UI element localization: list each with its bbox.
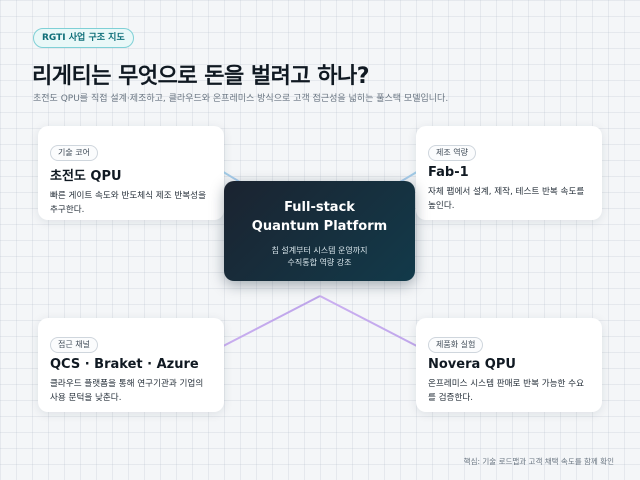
card-technology-core: 기술 코어 초전도 QPU 빠른 게이트 속도와 반도체식 제조 반복성을 추구…: [38, 126, 224, 220]
card-description: 빠른 게이트 속도와 반도체식 제조 반복성을 추구한다.: [50, 191, 206, 215]
card-manufacturing: 제조 역량 Fab-1 자체 팹에서 설계, 제작, 테스트 반복 속도를 높인…: [416, 126, 602, 220]
card-productization: 제품화 실험 Novera QPU 온프레미스 시스템 판매로 반복 가능한 수…: [416, 318, 602, 412]
card-description: 온프레미스 시스템 판매로 반복 가능한 수요를 검증한다.: [428, 379, 584, 403]
card-category-badge: 제조 역량: [428, 145, 476, 161]
card-title: Novera QPU: [428, 357, 516, 372]
card-title: QCS · Braket · Azure: [50, 357, 199, 372]
card-category-badge: 제품화 실험: [428, 337, 484, 353]
card-title: 초전도 QPU: [50, 169, 122, 184]
page-title: 리게티는 무엇으로 돈을 벌려고 하나?: [32, 64, 370, 89]
footer-note: 핵심: 기술 로드맵과 고객 채택 속도를 함께 확인: [463, 457, 614, 466]
center-platform-node: Full-stack Quantum Platform 칩 설계부터 시스템 운…: [224, 181, 415, 281]
page-subtitle: 초전도 QPU를 직접 설계·제조하고, 클라우드와 온프레미스 방식으로 고객…: [33, 94, 449, 104]
card-access-channel: 접근 채널 QCS · Braket · Azure 클라우드 플랫폼을 통해 …: [38, 318, 224, 412]
card-title: Fab-1: [428, 165, 469, 180]
center-desc-line2: 수직통합 역량 강조: [287, 258, 352, 267]
section-tag: RGTI 사업 구조 지도: [33, 28, 134, 48]
card-description: 클라우드 플랫폼을 통해 연구기관과 기업의 사용 문턱을 낮춘다.: [50, 379, 204, 403]
center-title-line1: Full-stack: [284, 200, 355, 215]
card-category-badge: 접근 채널: [50, 337, 98, 353]
center-desc-line1: 칩 설계부터 시스템 운영까지: [271, 246, 368, 255]
center-title-line2: Quantum Platform: [251, 219, 388, 234]
card-description: 자체 팹에서 설계, 제작, 테스트 반복 속도를 높인다.: [428, 187, 585, 211]
card-category-badge: 기술 코어: [50, 145, 98, 161]
